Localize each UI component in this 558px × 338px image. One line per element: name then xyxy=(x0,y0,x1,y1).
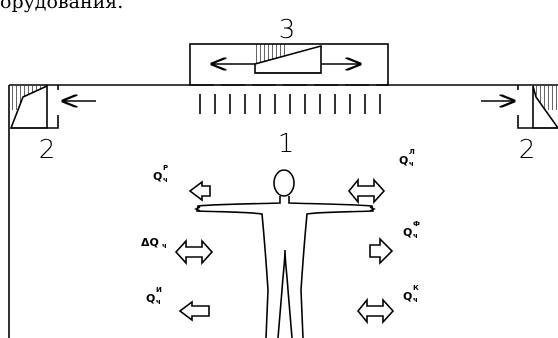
svg-text:Q: Q xyxy=(146,292,155,305)
heat-flow-label-f: Q ч Ф xyxy=(403,220,420,240)
heat-flow-label-k: Q ч К xyxy=(403,284,419,304)
svg-text:К: К xyxy=(413,284,419,292)
label-3: 3 xyxy=(279,15,296,45)
svg-text:Q: Q xyxy=(399,154,408,167)
caption-text: орудования. xyxy=(0,0,124,13)
svg-text:Ф: Ф xyxy=(413,220,420,228)
label-1: 1 xyxy=(278,129,295,159)
heat-flow-label-delta: ΔQ ч xyxy=(141,236,167,250)
svg-text:ΔQ: ΔQ xyxy=(141,236,159,249)
heat-flow-arrows xyxy=(174,177,395,325)
heat-flow-label-radiative: Q ч Р xyxy=(153,164,168,184)
svg-text:Q: Q xyxy=(403,226,412,239)
svg-text:ч: ч xyxy=(413,296,418,304)
svg-text:Q: Q xyxy=(153,170,162,183)
svg-text:ч: ч xyxy=(162,242,167,250)
label-2-left: 2 xyxy=(39,135,56,165)
svg-text:Q: Q xyxy=(403,290,412,303)
svg-text:ч: ч xyxy=(409,160,414,168)
label-2-right: 2 xyxy=(519,135,536,165)
svg-text:Р: Р xyxy=(163,164,168,172)
left-unit xyxy=(9,84,96,129)
svg-text:ч: ч xyxy=(156,298,161,306)
svg-text:И: И xyxy=(156,286,162,294)
heat-flow-label-i: Q ч И xyxy=(146,286,162,306)
heat-flow-label-l: Q ч Л xyxy=(399,148,415,168)
right-unit xyxy=(481,85,558,129)
room-outline xyxy=(8,84,558,338)
human-figure xyxy=(194,169,376,338)
svg-text:Л: Л xyxy=(409,148,415,156)
svg-text:ч: ч xyxy=(163,176,168,184)
supply-unit xyxy=(189,43,389,86)
diffuser-grille xyxy=(199,94,381,114)
svg-text:ч: ч xyxy=(413,232,418,240)
